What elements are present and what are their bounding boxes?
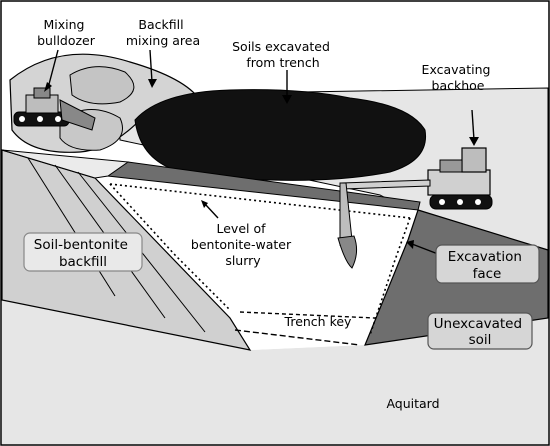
mixing-bulldozer bbox=[13, 87, 96, 131]
arrow-heads bbox=[44, 79, 479, 249]
label-mixing-bulldozer: Mixing bulldozer bbox=[37, 17, 96, 48]
label-slurry-level: Level of bentonite-water slurry bbox=[191, 221, 295, 268]
label-soil-bentonite-backfill: Soil-bentonite backfill bbox=[34, 237, 132, 270]
label-excavating-backhoe: Excavating backhoe bbox=[422, 62, 495, 93]
backfill-top bbox=[1, 149, 130, 179]
aquitard-layer bbox=[2, 300, 548, 444]
excavation-face-label-box bbox=[435, 244, 540, 284]
leader-lines bbox=[47, 49, 475, 255]
soil-bentonite-label-box bbox=[23, 232, 143, 272]
label-excavation-face: Excavation face bbox=[448, 249, 526, 282]
label-soils-excavated: Soils excavated from trench bbox=[232, 39, 334, 70]
trench-interior bbox=[95, 168, 418, 350]
label-aquitard: Aquitard bbox=[386, 396, 439, 411]
slurry-level-line bbox=[109, 183, 411, 219]
trench-key-top bbox=[239, 311, 376, 319]
backfill-mound-2 bbox=[69, 66, 135, 105]
backfill-stripe bbox=[27, 157, 116, 297]
label-backfill-mixing-area: Backfill mixing area bbox=[126, 17, 200, 48]
unexcavated-soil-label-box bbox=[427, 312, 533, 350]
label-trench-key: Trench key bbox=[284, 314, 353, 329]
backhoe-bucket bbox=[337, 235, 358, 269]
slurry-slope-line bbox=[109, 183, 231, 311]
excavating-backhoe bbox=[337, 147, 493, 269]
label-unexcavated-soil: Unexcavated soil bbox=[434, 316, 527, 348]
trench-key-bottom bbox=[234, 329, 361, 346]
